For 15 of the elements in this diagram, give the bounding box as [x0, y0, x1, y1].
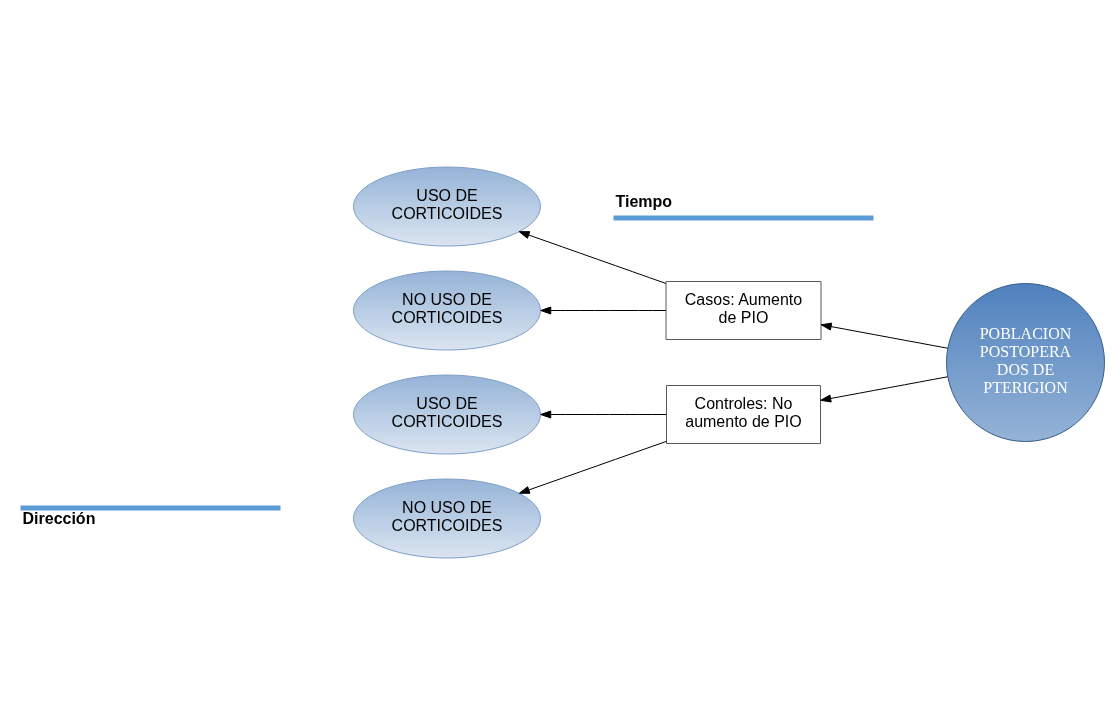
- node-ellipse: USO DE CORTICOIDES: [353, 374, 541, 454]
- arrow: [518, 230, 667, 284]
- arrow: [820, 322, 949, 349]
- arrow: [820, 375, 949, 402]
- label: Tiempo: [615, 192, 673, 210]
- arrow: [540, 306, 667, 314]
- node-box: Controles: No aumento de PIO: [666, 384, 821, 444]
- node-circle: POBLACION POSTOPERA DOS DE PTERIGION: [946, 282, 1105, 442]
- node-ellipse: NO USO DE CORTICOIDES: [353, 478, 541, 558]
- label: Dirección: [22, 509, 96, 527]
- arrow: [540, 410, 667, 418]
- node-box: Casos: Aumento de PIO: [665, 280, 822, 340]
- arrow: [518, 440, 667, 494]
- node-ellipse: NO USO DE CORTICOIDES: [353, 270, 541, 350]
- node-ellipse: USO DE CORTICOIDES: [353, 166, 541, 246]
